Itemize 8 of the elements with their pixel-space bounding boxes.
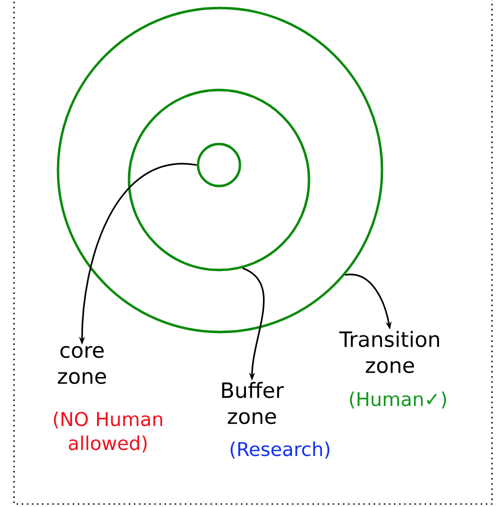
zone-note: (Human✓) <box>350 392 446 408</box>
zone-label: Buffer zone <box>222 382 284 424</box>
zone-ring <box>128 88 310 272</box>
zone-ring <box>196 142 242 188</box>
zone-note: (Research) <box>230 442 330 458</box>
zone-label: Transition zone <box>339 330 440 374</box>
zone-note: (NO Human allowed) <box>54 412 162 452</box>
zone-label: core zone <box>58 346 106 384</box>
